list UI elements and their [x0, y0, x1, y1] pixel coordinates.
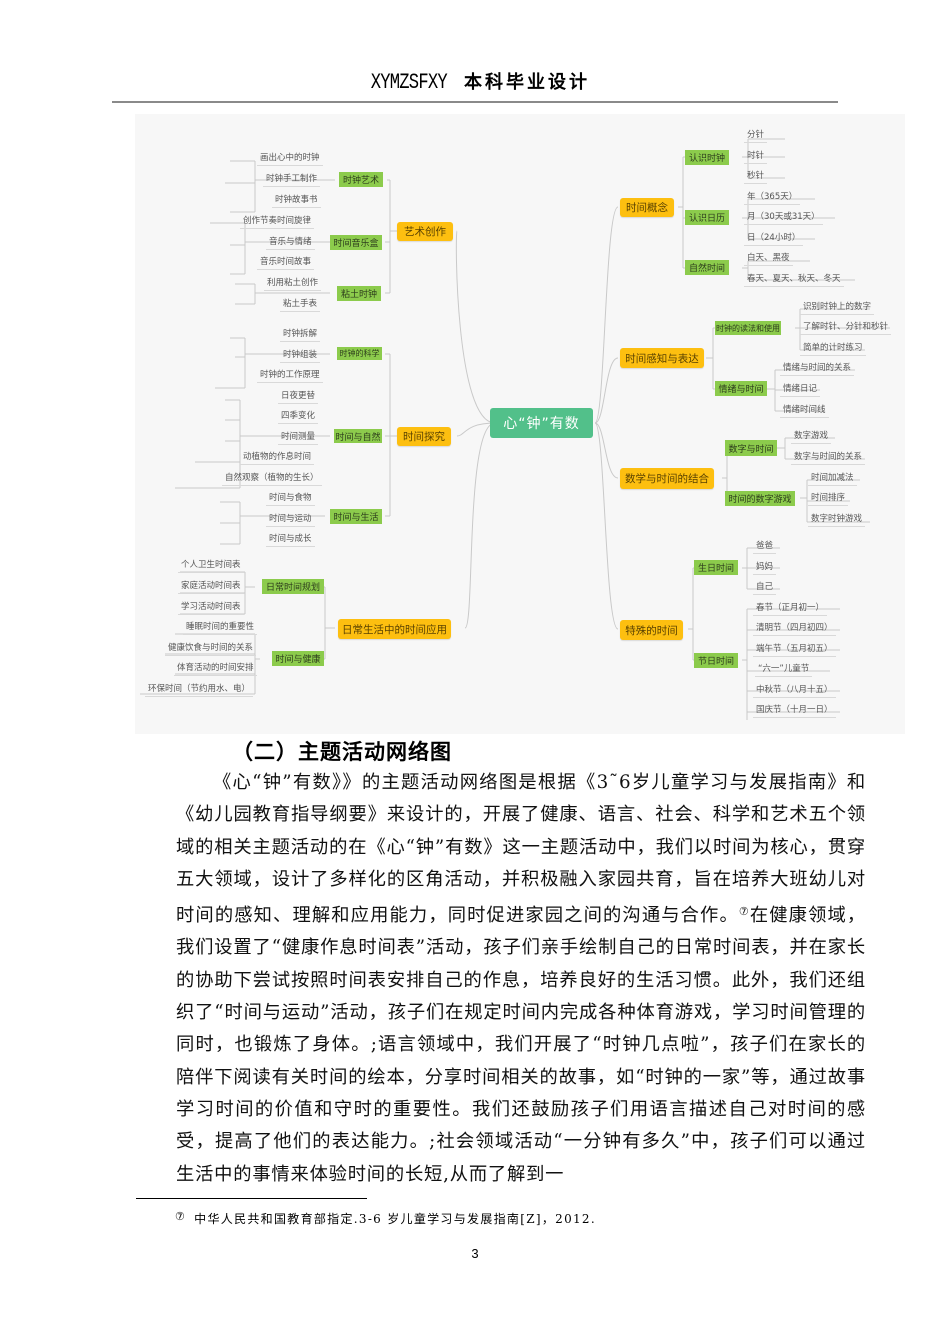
footnote-reference[interactable]: ⑦ [738, 905, 750, 919]
leaf: 健康饮食与时间的关系 [165, 642, 257, 656]
paragraph-part-1: 《心“钟”有数》》的主题活动网络图是根据《3˜6岁儿童学习与发展指南》和《幼儿园… [176, 772, 866, 927]
sub-branch: 时间的数字游戏 [725, 491, 795, 506]
sub-branch: 生日时间 [694, 560, 738, 575]
footnote-text: 中华人民共和国教育部指定.3-6 岁儿童学习与发展指南[Z]，2012. [194, 1212, 596, 1226]
header-school-code: XYMZSFXY [370, 70, 448, 95]
sub-branch: 认识时钟 [685, 150, 729, 165]
leaf: 日夜更替 [278, 390, 319, 404]
leaf: 创作节奏时间旋律 [240, 215, 315, 229]
branch-time-concept: 时间概念 [620, 198, 674, 217]
footnote: ⑦ 中华人民共和国教育部指定.3-6 岁儿童学习与发展指南[Z]，2012. [175, 1210, 596, 1227]
body-paragraph: 《心“钟”有数》》的主题活动网络图是根据《3˜6岁儿童学习与发展指南》和《幼儿园… [176, 767, 866, 1191]
leaf: 粘土手表 [280, 298, 321, 312]
leaf: 清明节（四月初四） [753, 622, 836, 636]
branch-time-perception-expression: 时间感知与表达 [620, 348, 704, 368]
leaf: 动植物的作息时间 [240, 451, 315, 465]
leaf: 月（30天或31天） [744, 211, 823, 225]
sub-branch: 时钟的科学 [337, 347, 382, 360]
leaf: “六一”儿童节 [755, 663, 813, 677]
leaf: 家庭活动时间表 [178, 580, 244, 594]
branch-art-creation: 艺术创作 [397, 222, 453, 241]
leaf: 数字与时间的关系 [791, 451, 866, 465]
leaf: 学习活动时间表 [178, 601, 244, 615]
mind-map-figure: 心“钟”有数 艺术创作 时钟艺术 时间音乐盒 粘土时钟 画出心中的时钟 时钟手工… [135, 114, 905, 734]
leaf: 时针 [744, 150, 768, 164]
leaf: 时钟的工作原理 [257, 369, 323, 383]
branch-special-time: 特殊的时间 [620, 620, 683, 640]
leaf: 国庆节（十月一日） [753, 704, 836, 718]
leaf: 时间与成长 [266, 533, 315, 547]
leaf: 四季变化 [278, 410, 319, 424]
paragraph-part-2: 在健康领域，我们设置了“健康作息时间表”活动，孩子们亲手绘制自己的日常时间表，并… [176, 905, 866, 1185]
leaf: 时钟拆解 [280, 328, 321, 342]
leaf: 时间测量 [278, 431, 319, 445]
leaf: 音乐与情绪 [266, 236, 315, 250]
header-title: 本科毕业设计 [463, 72, 590, 93]
leaf: 时间加减法 [808, 472, 857, 486]
sub-branch: 数字与时间 [725, 440, 777, 456]
leaf: 时间与运动 [266, 513, 315, 527]
footnote-mark: ⑦ [175, 1210, 187, 1223]
leaf: 白天、黑夜 [744, 252, 793, 266]
leaf: 时间排序 [808, 492, 849, 506]
leaf: 数字游戏 [791, 430, 832, 444]
footnote-divider [136, 1198, 367, 1199]
sub-branch: 时间音乐盒 [330, 235, 382, 250]
leaf: 情绪时间线 [780, 404, 829, 418]
sub-branch: 粘土时钟 [337, 286, 381, 301]
branch-math-and-time: 数学与时间的结合 [620, 468, 714, 489]
branch-time-exploration: 时间探究 [397, 427, 451, 446]
leaf: 自己 [753, 581, 777, 595]
sub-branch: 时钟的读法和使用 [715, 321, 781, 335]
leaf: 环保时间（节约用水、电） [145, 683, 254, 697]
leaf: 自然观察（植物的生长） [222, 472, 322, 486]
leaf: 体育活动的时间安排 [174, 662, 257, 676]
leaf: 识别时钟上的数字 [800, 301, 875, 315]
leaf: 时钟故事书 [272, 194, 321, 208]
leaf: 个人卫生时间表 [178, 559, 244, 573]
leaf: 时钟手工制作 [263, 173, 321, 187]
sub-branch: 认识日历 [685, 210, 729, 225]
leaf: 时间与食物 [266, 492, 315, 506]
branch-daily-time-application: 日常生活中的时间应用 [338, 619, 451, 639]
leaf: 画出心中的时钟 [257, 152, 323, 166]
sub-branch: 自然时间 [685, 260, 729, 275]
leaf: 睡眠时间的重要性 [183, 621, 258, 635]
sub-branch: 时钟艺术 [339, 172, 383, 187]
leaf: 音乐时间故事 [257, 256, 315, 270]
mind-map-connectors [140, 138, 890, 720]
leaf: 中秋节（八月十五） [753, 684, 836, 698]
leaf: 爸爸 [753, 540, 777, 554]
leaf: 端午节（五月初五） [753, 643, 836, 657]
page-number: 3 [471, 1246, 479, 1261]
leaf: 秒针 [744, 170, 768, 184]
leaf: 分针 [744, 129, 768, 143]
leaf: 了解时针、分针和秒针 [800, 321, 892, 335]
header-divider [112, 101, 838, 103]
leaf: 春节（正月初一） [753, 602, 828, 616]
mind-map-root: 心“钟”有数 [490, 408, 593, 438]
sub-branch: 时间与健康 [272, 651, 324, 666]
leaf: 利用粘土创作 [264, 277, 322, 291]
leaf: 情绪日记 [780, 383, 821, 397]
sub-branch: 时间与自然 [334, 429, 382, 443]
section-heading: （二）主题活动网络图 [232, 740, 452, 764]
sub-branch: 情绪与时间 [715, 381, 767, 396]
leaf: 时钟组装 [280, 349, 321, 363]
leaf: 春天、夏天、秋天、冬天 [744, 273, 844, 287]
sub-branch: 节日时间 [694, 653, 738, 668]
leaf: 年（365天） [744, 191, 801, 205]
sub-branch: 时间与生活 [330, 509, 382, 524]
leaf: 简单的计时练习 [800, 342, 866, 356]
page-header: XYMZSFXY 本科毕业设计 [0, 68, 950, 95]
leaf: 日（24小时） [744, 232, 804, 246]
sub-branch: 日常时间规划 [262, 579, 324, 594]
leaf: 数字时钟游戏 [808, 513, 866, 527]
leaf: 妈妈 [753, 561, 777, 575]
leaf: 情绪与时间的关系 [780, 362, 855, 376]
